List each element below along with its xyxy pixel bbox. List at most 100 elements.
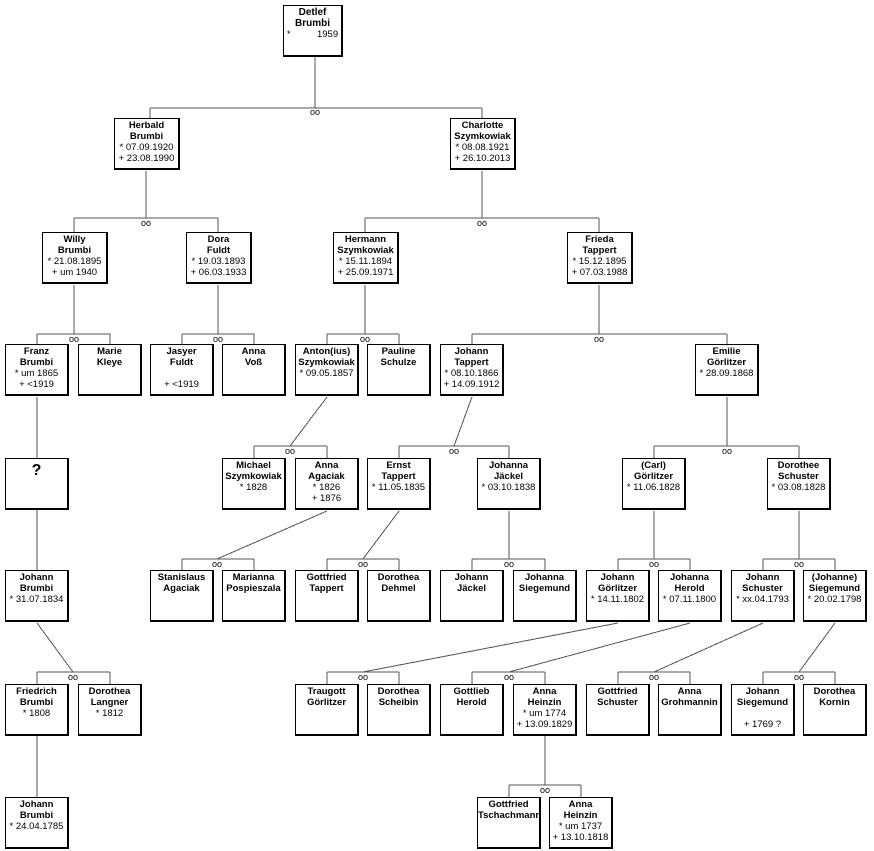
- person-box-ernst[interactable]: Ernst Tappert * 11.05.1835: [367, 458, 431, 510]
- first-name: Ernst: [386, 460, 411, 471]
- person-box-hermann[interactable]: Hermann Szymkowiak * 15.11.1894 + 25.09.…: [333, 232, 399, 284]
- first-name: Anna: [241, 346, 266, 357]
- birth-date: * 1826: [312, 482, 341, 493]
- first-name: Gottfried: [488, 799, 529, 810]
- person-box-stanislaus[interactable]: Stanislaus Agaciak: [150, 570, 214, 622]
- first-name: Gottlieb: [453, 686, 490, 697]
- person-box-dora[interactable]: Dora Fuldt * 19.03.1893 + 06.03.1933: [186, 232, 252, 284]
- person-box-johann-schuster[interactable]: Johann Schuster * xx.04.1793: [731, 570, 795, 622]
- person-box-gottfried-tschachmann[interactable]: Gottfried Tschachmann: [477, 797, 541, 849]
- person-box-jasyer[interactable]: Jasyer Fuldt + <1919: [150, 344, 214, 396]
- person-box-dorothea-kornin[interactable]: Dorothea Kornin: [803, 684, 867, 736]
- last-name: Schuster: [778, 471, 819, 482]
- person-box-johanna-herold[interactable]: Johanna Herold * 07.11.1800: [658, 570, 722, 622]
- person-box-johanna-siegemund[interactable]: Johanna Siegemund: [513, 570, 577, 622]
- person-box-willy[interactable]: Willy Brumbi * 21.08.1895 + um 1940: [42, 232, 108, 284]
- marriage-symbol: oo: [357, 672, 368, 682]
- person-box-detlef[interactable]: Detlef Brumbi * 1959: [283, 5, 343, 57]
- person-box-dorothea-scheibin[interactable]: Dorothea Scheibin: [367, 684, 431, 736]
- person-box-unknown[interactable]: ?: [5, 458, 69, 510]
- first-name: Johann: [19, 572, 54, 583]
- person-box-johann-brumbi-1785[interactable]: Johann Brumbi * 24.04.1785: [5, 797, 69, 849]
- last-name: Heinzin: [527, 697, 562, 708]
- connector: [326, 285, 400, 344]
- last-name: Herold: [674, 583, 705, 594]
- connector: [253, 396, 328, 458]
- person-box-gottlieb[interactable]: Gottlieb Herold: [440, 684, 504, 736]
- birth-date: * 08.10.1866: [444, 368, 499, 379]
- person-box-anna-voss[interactable]: Anna Voß: [222, 344, 286, 396]
- person-box-anna-heinzin-1774[interactable]: Anna Heinzin * um 1774 + 13.09.1829: [513, 684, 577, 736]
- last-name: Brumbi: [129, 131, 164, 142]
- birth-date: * 11.06.1828: [626, 482, 681, 493]
- death-date: + 1769 ?: [743, 719, 782, 730]
- marriage-symbol: oo: [539, 785, 550, 795]
- birth-date: * 28.09.1868: [699, 368, 754, 379]
- birth-date: * 1812: [95, 708, 124, 719]
- person-box-johann-jaeckel[interactable]: Johann Jäckel: [440, 570, 504, 622]
- last-name: Grohmannin: [661, 697, 718, 708]
- birth-date: * 09.05.1857: [299, 368, 354, 379]
- first-name: Friedrich: [16, 686, 57, 697]
- person-box-anna-agaciak[interactable]: Anna Agaciak * 1826 + 1876: [295, 458, 359, 510]
- person-box-herbald[interactable]: Herbald Brumbi * 07.09.1920 + 23.08.1990: [114, 118, 180, 170]
- last-name: Tschachmann: [478, 810, 542, 821]
- connector: [73, 171, 219, 232]
- first-name: Franz: [23, 346, 50, 357]
- birth-date: * 24.04.1785: [9, 821, 64, 832]
- first-name: Dorothea: [88, 686, 131, 697]
- marriage-symbol: oo: [448, 446, 459, 456]
- first-name: Johanna: [524, 572, 565, 583]
- marriage-symbol: oo: [357, 559, 368, 569]
- first-name: Dorothee: [777, 460, 820, 471]
- death-date: + 23.08.1990: [118, 153, 175, 164]
- person-box-anna-grohmannin[interactable]: Anna Grohmannin: [658, 684, 722, 736]
- last-name: Langner: [90, 697, 129, 708]
- person-box-antonius[interactable]: Anton(ius) Szymkowiak * 09.05.1857: [295, 344, 359, 396]
- last-name: Görlitzer: [306, 697, 347, 708]
- person-box-michael[interactable]: Michael Szymkowiak * 1828: [222, 458, 286, 510]
- person-box-gottfried-schuster[interactable]: Gottfried Schuster: [586, 684, 650, 736]
- connector: [471, 622, 691, 684]
- person-box-johann-goerlitzer[interactable]: Johann Görlitzer * 14.11.1802: [586, 570, 650, 622]
- last-name: Schulze: [380, 357, 417, 368]
- person-box-johann-siegemund[interactable]: Johann Siegemund + 1769 ?: [731, 684, 795, 736]
- person-box-traugott[interactable]: Traugott Görlitzer: [295, 684, 359, 736]
- person-box-dorothee[interactable]: Dorothee Schuster * 03.08.1828: [767, 458, 831, 510]
- connector: [398, 396, 510, 458]
- person-box-marie[interactable]: Marie Kleye: [78, 344, 142, 396]
- person-box-johanna-jaeckel[interactable]: Johanna Jäckel * 03.10.1838: [477, 458, 541, 510]
- marriage-symbol: oo: [503, 672, 514, 682]
- connector: [326, 622, 619, 684]
- last-name: Schuster: [597, 697, 638, 708]
- person-box-frieda[interactable]: Frieda Tappert * 15.12.1895 + 07.03.1988: [567, 232, 633, 284]
- person-box-franz[interactable]: Franz Brumbi * um 1865 + <1919: [5, 344, 69, 396]
- first-name: Dorothea: [377, 572, 420, 583]
- person-box-dorothea-dehmel[interactable]: Dorothea Dehmel: [367, 570, 431, 622]
- last-name: Pospieszala: [226, 583, 281, 594]
- last-name: Tappert: [381, 471, 416, 482]
- last-name: Agaciak: [163, 583, 200, 594]
- person-box-carl[interactable]: (Carl) Görlitzer * 11.06.1828: [622, 458, 686, 510]
- person-box-marianna[interactable]: Marianna Pospieszala: [222, 570, 286, 622]
- person-box-anna-heinzin-1737[interactable]: Anna Heinzin * um 1737 + 13.10.1818: [549, 797, 613, 849]
- death-date: + 1876: [311, 493, 342, 504]
- first-name: Marie: [97, 346, 122, 357]
- marriage-symbol: oo: [721, 446, 732, 456]
- person-box-pauline[interactable]: Pauline Schulze: [367, 344, 431, 396]
- marriage-symbol: oo: [648, 672, 659, 682]
- person-box-johanne-siegemund[interactable]: (Johanne) Siegemund * 20.02.1798: [803, 570, 867, 622]
- birth-date: * um 1865: [14, 368, 59, 379]
- person-box-gottfried-tappert[interactable]: Gottfried Tappert: [295, 570, 359, 622]
- first-name: Johann: [745, 686, 780, 697]
- death-date: + 25.09.1971: [337, 267, 394, 278]
- death-date: + 13.10.1818: [552, 832, 609, 843]
- first-name: Hermann: [344, 234, 387, 245]
- person-box-emilie[interactable]: Emilie Görlitzer * 28.09.1868: [695, 344, 759, 396]
- first-name: Dorothea: [377, 686, 420, 697]
- person-box-dorothea-langner[interactable]: Dorothea Langner * 1812: [78, 684, 142, 736]
- person-box-johann-brumbi-1834[interactable]: Johann Brumbi * 31.07.1834: [5, 570, 69, 622]
- person-box-johann-tappert[interactable]: Johann Tappert * 08.10.1866 + 14.09.1912: [440, 344, 504, 396]
- person-box-friedrich[interactable]: Friedrich Brumbi * 1808: [5, 684, 69, 736]
- person-box-charlotte[interactable]: Charlotte Szymkowiak * 08.08.1921 + 26.1…: [450, 118, 516, 170]
